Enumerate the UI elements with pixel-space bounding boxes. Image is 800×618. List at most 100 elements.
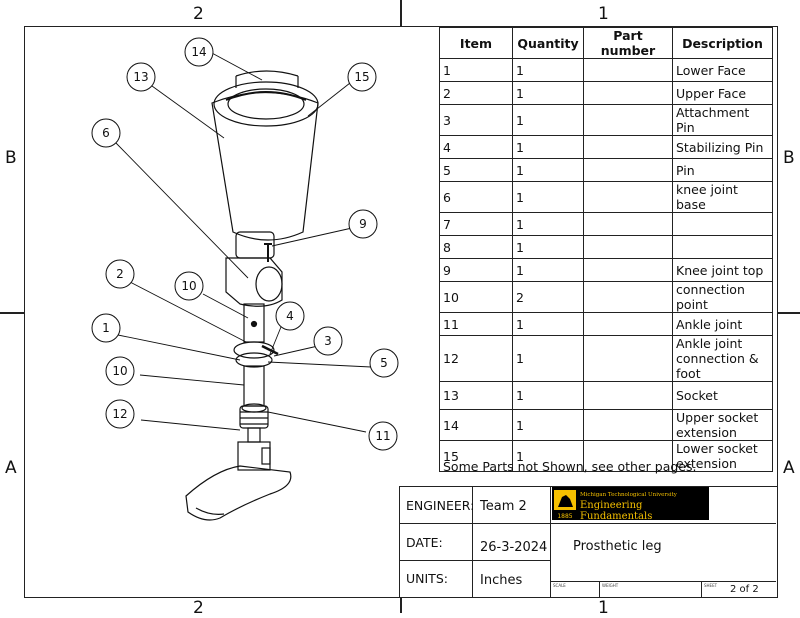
bom-cell-item: 11 [439,312,513,336]
balloon-13: 13 [126,62,156,92]
svg-text:13: 13 [133,70,148,84]
bom-cell-item: 15 [439,440,513,472]
zone-divider-left [0,312,24,314]
husky-icon: 1885 [554,490,576,520]
university-logo: 1885 Michigan Technological University E… [552,487,709,522]
zone-left-b: B [5,148,17,168]
bom-cell-description: Lower Face [672,58,773,82]
svg-text:11: 11 [375,429,390,443]
svg-text:12: 12 [112,407,127,421]
weight-label: WEIGHT [602,583,619,588]
bom-cell-item: 7 [439,212,513,236]
bom-cell-description: Pin [672,158,773,182]
bom-header-quantity: Quantity [512,27,584,59]
bom-cell-quantity: 1 [512,58,584,82]
lower-face [235,352,273,368]
bom-cell-part-number [583,135,673,159]
balloon-1: 1 [91,313,121,343]
balloon-15: 15 [347,62,377,92]
bom-cell-part-number [583,104,673,136]
bom-cell-item: 10 [439,281,513,313]
date-label: DATE: [406,535,443,550]
bom-cell-item: 5 [439,158,513,182]
bom-cell-item: 3 [439,104,513,136]
bom-cell-description [672,212,773,236]
bom-cell-part-number [583,440,673,472]
zone-right-b: B [783,148,795,168]
bom-cell-part-number [583,81,673,105]
bom-cell-quantity: 1 [512,135,584,159]
parts-note: Some Parts not Shown, see other pages. [443,459,697,474]
bom-cell-part-number [583,258,673,282]
bom-cell-description: Upper socket extension [672,409,773,441]
svg-text:4: 4 [286,309,294,323]
svg-text:10: 10 [181,279,196,293]
bom-cell-quantity: 1 [512,335,584,382]
bom-cell-description: knee joint base [672,181,773,213]
bom-cell-part-number [583,212,673,236]
zone-right-a: A [783,458,795,478]
bom-cell-part-number [583,312,673,336]
bom-cell-part-number [583,409,673,441]
svg-text:2: 2 [116,267,124,281]
bom-cell-item: 12 [439,335,513,382]
engineer-label: ENGINEER: [406,498,475,513]
balloon-4: 4 [275,301,305,331]
zone-top-left: 2 [193,4,204,24]
foot [185,465,292,521]
svg-text:1885: 1885 [557,513,572,520]
bom-cell-description: Lower socket extension [672,440,773,472]
bom-cell-quantity: 1 [512,312,584,336]
bom-cell-item: 8 [439,235,513,259]
socket-rim [213,81,319,127]
bom-cell-description: connection point [672,281,773,313]
units-value: Inches [480,573,523,588]
bom-cell-part-number [583,235,673,259]
zone-top-right: 1 [598,4,609,24]
balloon-6: 6 [91,118,121,148]
balloon-10-lower: 10 [105,356,135,386]
bom-cell-description [672,235,773,259]
svg-text:9: 9 [359,217,367,231]
balloon-5: 5 [369,348,399,378]
svg-text:10: 10 [112,364,127,378]
upper-face [233,341,275,359]
bom-cell-part-number [583,381,673,410]
balloon-3: 3 [313,326,343,356]
bom-cell-quantity: 1 [512,212,584,236]
svg-text:14: 14 [191,45,206,59]
zone-divider-bottom [400,598,402,613]
bom-cell-description: Socket [672,381,773,410]
zone-bottom-right: 1 [598,598,609,618]
bom-cell-item: 4 [439,135,513,159]
balloon-10-upper: 10 [174,271,204,301]
drawing-title: Prosthetic leg [573,539,662,554]
date-value: 26-3-2024 [480,540,548,555]
bom-cell-quantity: 1 [512,235,584,259]
bom-cell-description: Ankle joint connection & foot [672,335,773,382]
bom-cell-description: Attachment Pin [672,104,773,136]
zone-divider-right [778,312,800,314]
bom-cell-part-number [583,58,673,82]
svg-text:15: 15 [354,70,369,84]
bom-cell-description: Stabilizing Pin [672,135,773,159]
bom-header-part-number: Part number [583,27,673,59]
bom-cell-quantity: 1 [512,158,584,182]
bom-cell-quantity: 1 [512,104,584,136]
title-block: ENGINEER: Team 2 DATE: 26-3-2024 UNITS: … [399,486,778,598]
svg-text:6: 6 [102,126,110,140]
bom-cell-part-number [583,335,673,382]
